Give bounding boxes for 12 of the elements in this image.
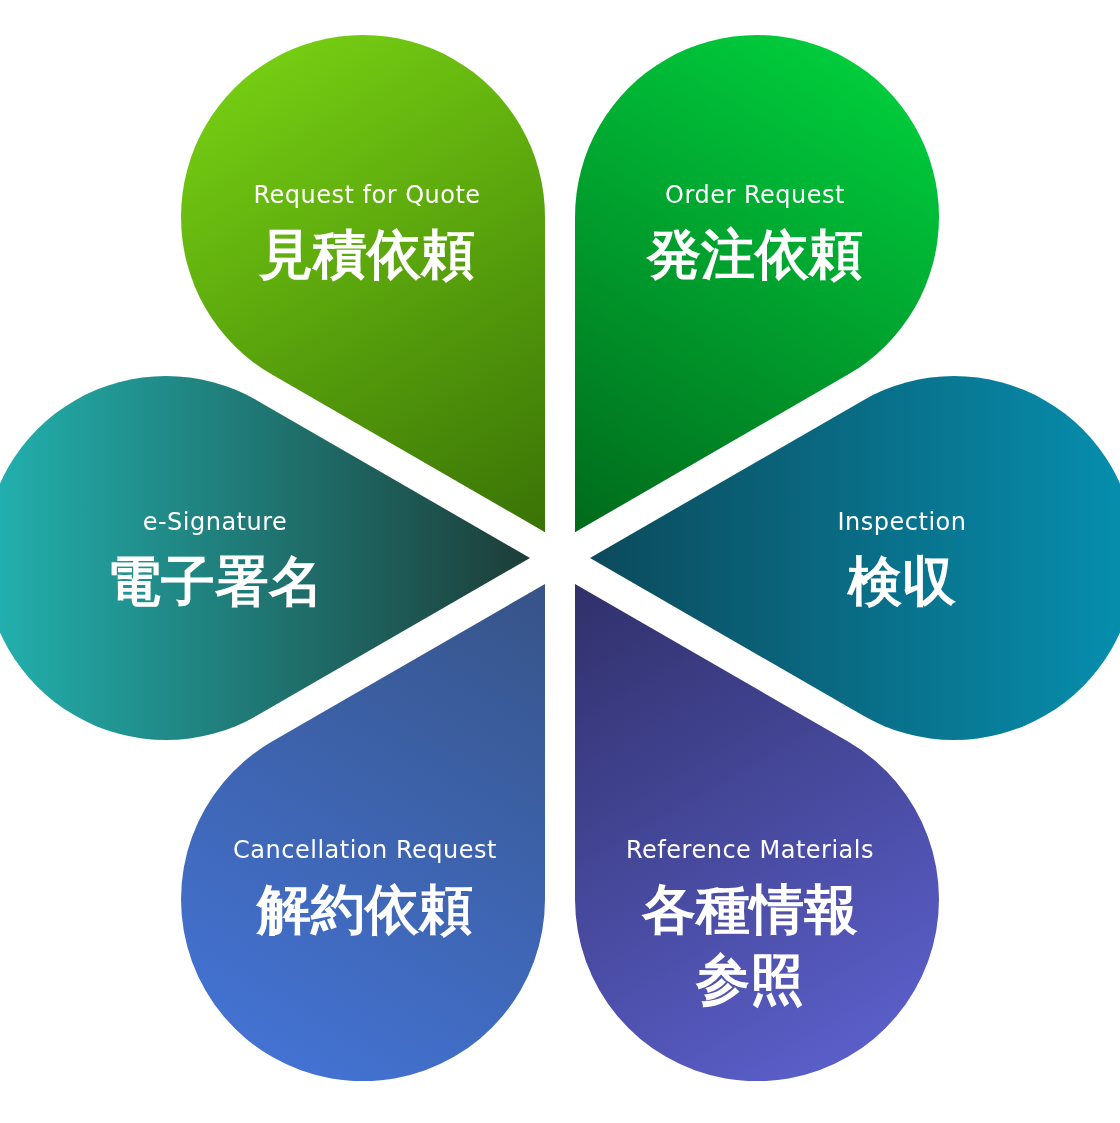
petal-label: Request for Quote <box>253 180 481 210</box>
petal-label: e-Signature <box>142 507 288 537</box>
petal-label: Inspection <box>837 507 967 537</box>
petal-label: Cancellation Request <box>233 835 497 865</box>
petal-title: 検収 <box>846 549 957 615</box>
petal-title: 発注依頼 <box>645 222 864 288</box>
petal-title: 解約依頼 <box>255 877 474 943</box>
petal-title: 各種情報参照 <box>640 877 859 1013</box>
petal-title: 見積依頼 <box>258 222 476 288</box>
petal-label: Order Request <box>665 180 845 210</box>
petal-title: 電子署名 <box>106 549 324 615</box>
petal-label: Reference Materials <box>626 835 874 865</box>
